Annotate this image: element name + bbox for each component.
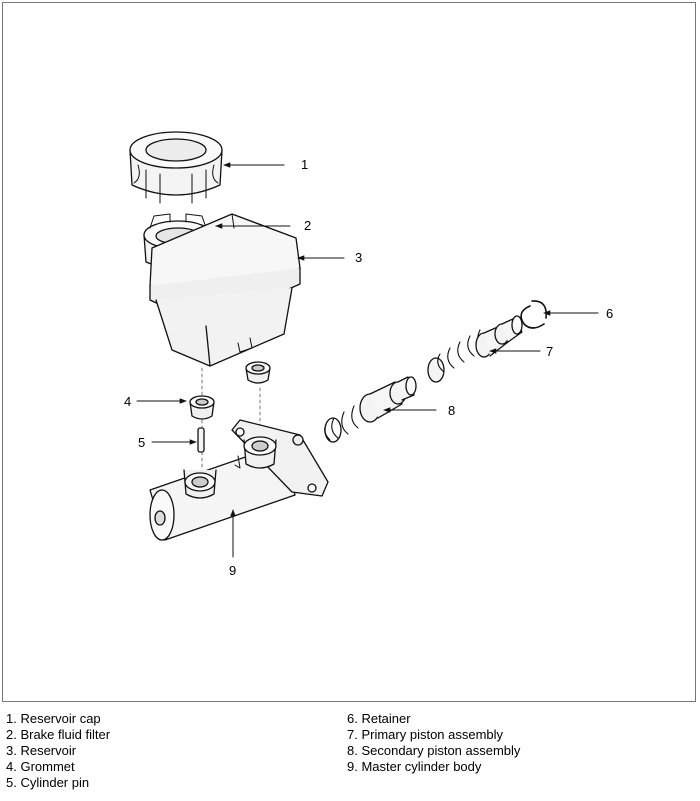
callout-6: 6 xyxy=(606,306,614,321)
legend-item-reservoir-cap: 1. Reservoir cap xyxy=(6,711,101,726)
cylinder-pin xyxy=(197,427,205,453)
reservoir xyxy=(149,213,301,367)
callout-5: 5 xyxy=(138,435,146,450)
legend-item-master-cylinder-body: 9. Master cylinder body xyxy=(347,759,482,774)
callout-7: 7 xyxy=(546,344,554,359)
leader-arrows xyxy=(136,162,599,558)
callout-3: 3 xyxy=(355,250,363,265)
legend-item-primary-piston-assembly: 7. Primary piston assembly xyxy=(347,727,504,742)
callout-4: 4 xyxy=(124,394,132,409)
retainer xyxy=(520,300,548,329)
legend-left: 1. Reservoir cap 2. Brake fluid filter 3… xyxy=(6,711,110,791)
secondary-piston-assembly xyxy=(324,376,417,443)
legend-item-retainer: 6. Retainer xyxy=(347,711,411,726)
legend-item-reservoir: 3. Reservoir xyxy=(6,743,77,758)
legend-item-brake-fluid-filter: 2. Brake fluid filter xyxy=(6,727,111,742)
legend-right: 6. Retainer 7. Primary piston assembly 8… xyxy=(347,711,520,775)
legend-item-grommet: 4. Grommet xyxy=(6,759,75,774)
diagram-frame xyxy=(2,2,696,702)
callout-2: 2 xyxy=(304,218,312,233)
grommet-left xyxy=(189,395,215,420)
callout-9: 9 xyxy=(229,563,237,578)
callout-1: 1 xyxy=(301,157,309,172)
legend-item-cylinder-pin: 5. Cylinder pin xyxy=(6,775,90,790)
grommet-right xyxy=(245,361,271,384)
legend-item-secondary-piston-assembly: 8. Secondary piston assembly xyxy=(347,743,521,758)
master-cylinder-exploded-diagram xyxy=(129,131,599,558)
callout-8: 8 xyxy=(448,403,456,418)
reservoir-cap xyxy=(129,131,223,204)
primary-piston-assembly xyxy=(427,315,523,383)
master-cylinder-body xyxy=(149,419,329,541)
